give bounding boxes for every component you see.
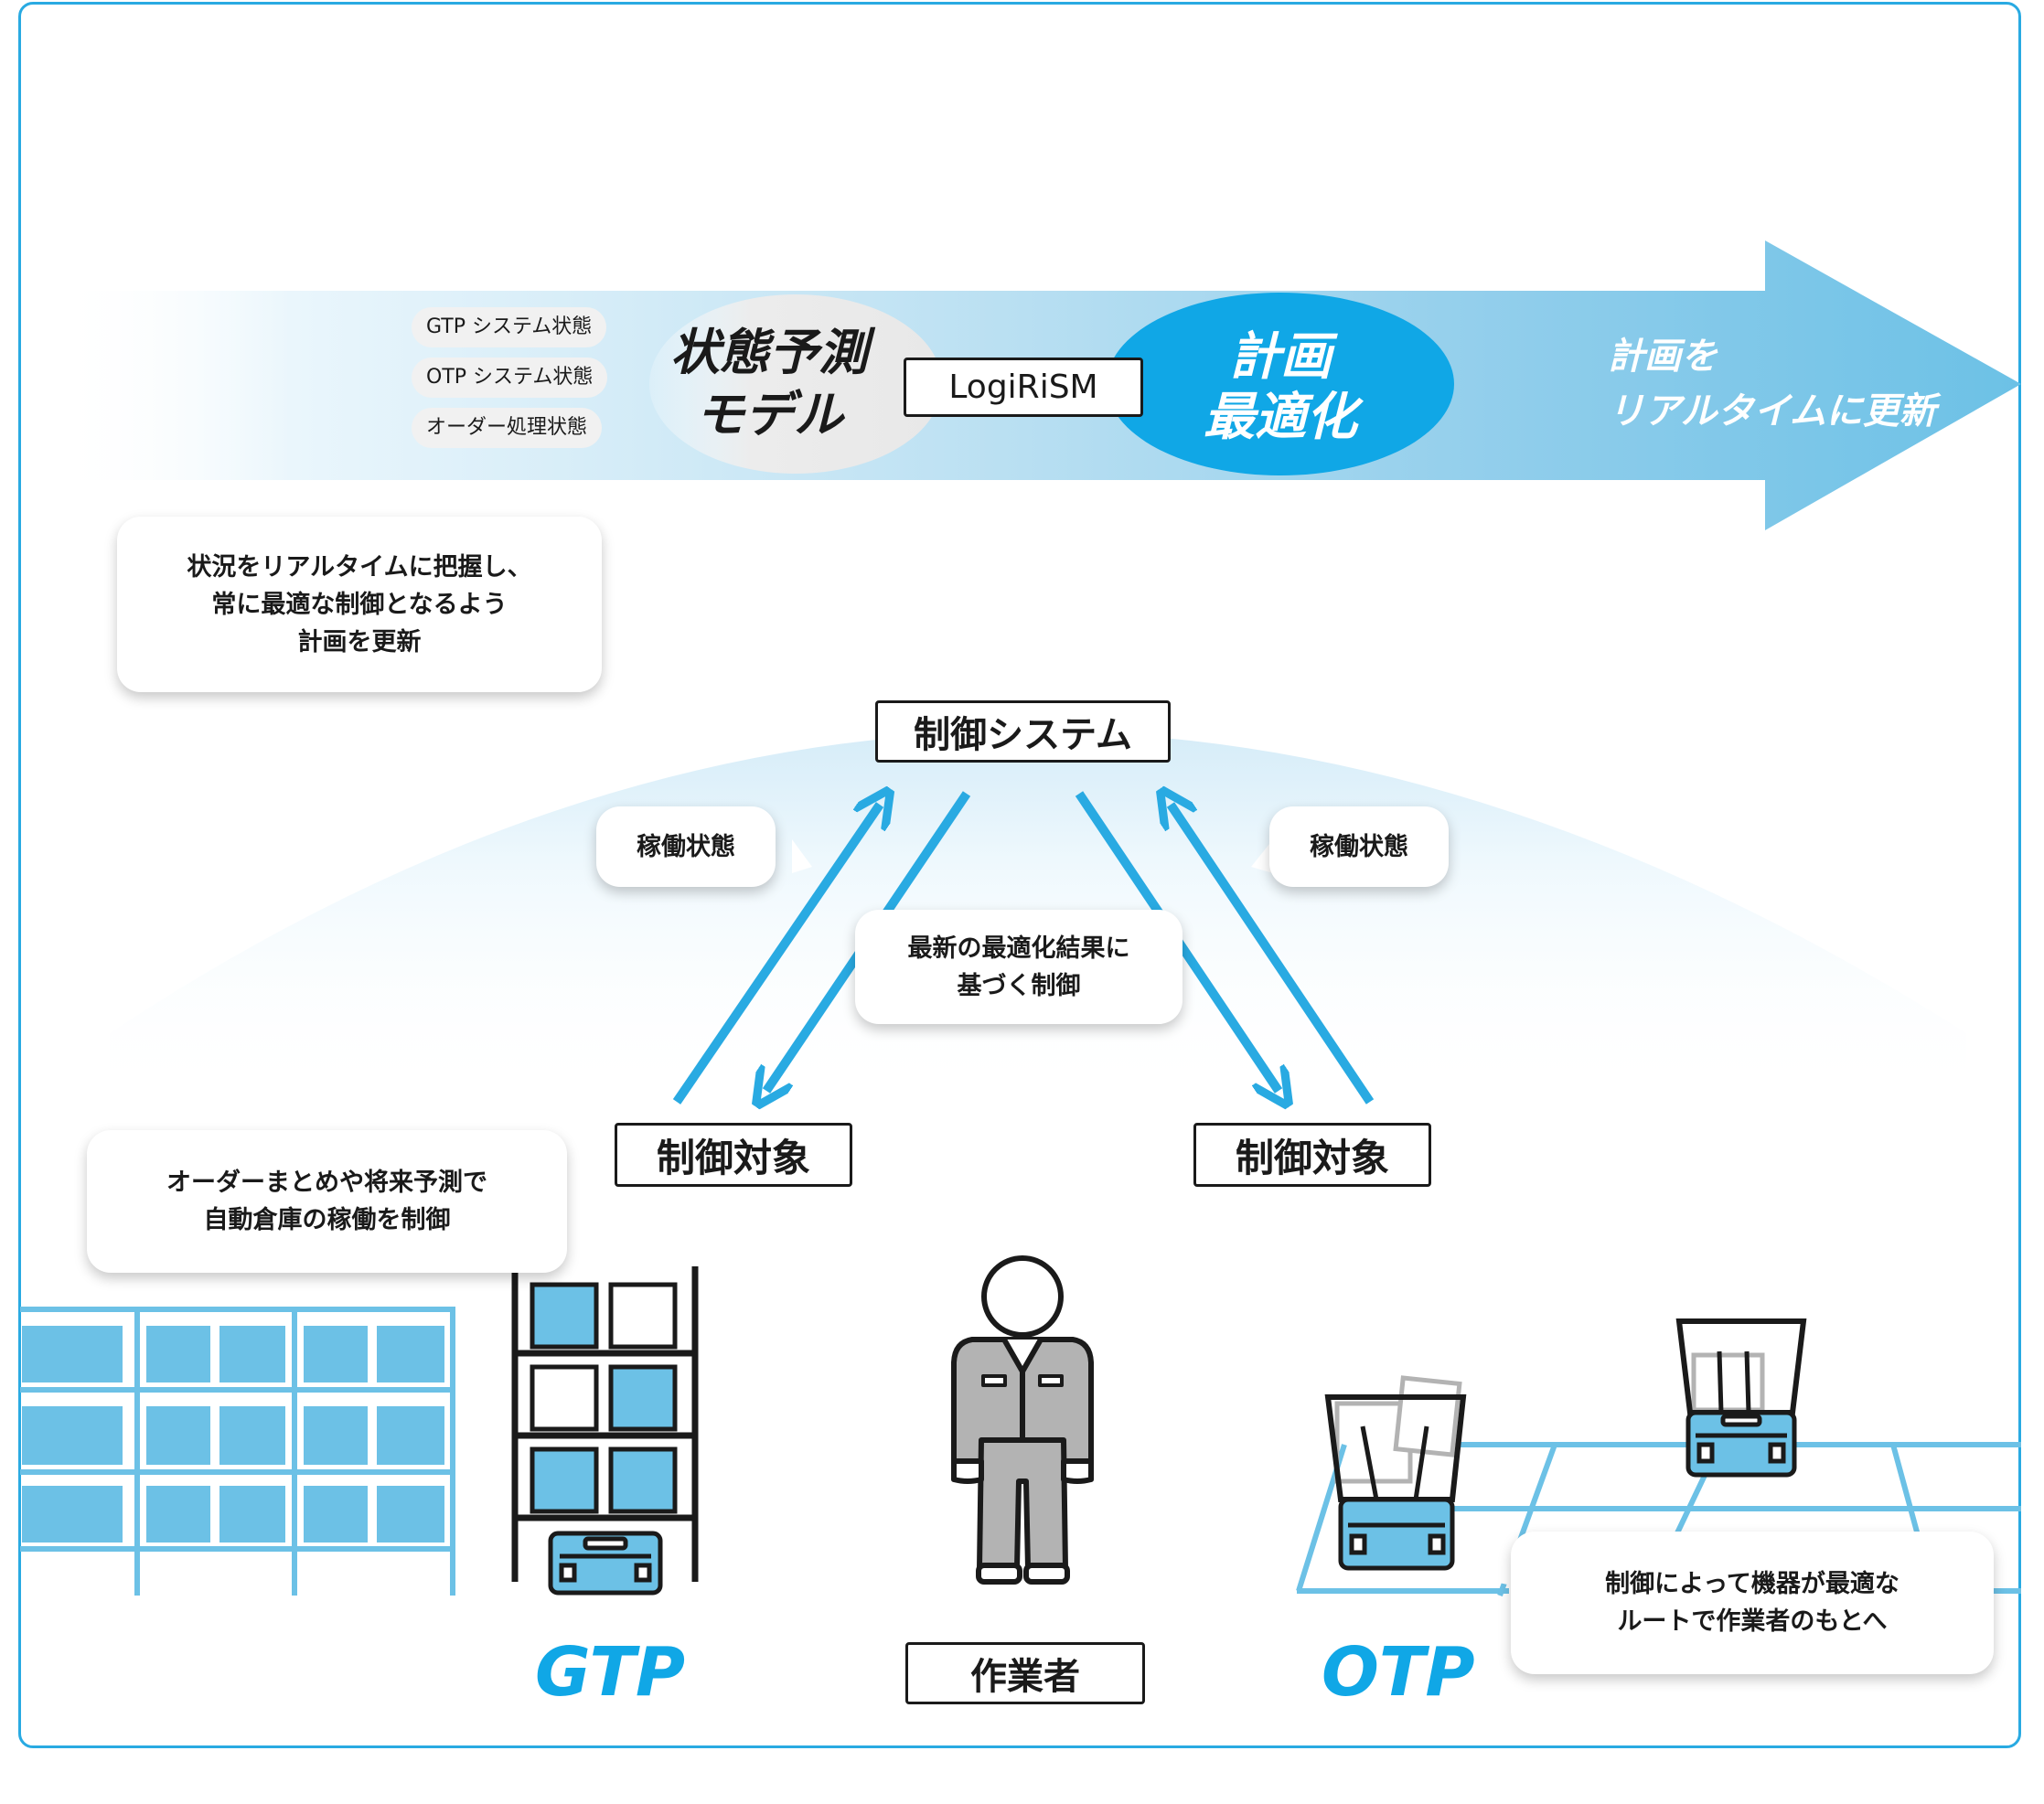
control-arrows bbox=[672, 794, 1375, 1105]
node-target-left: 制御対象 bbox=[615, 1123, 852, 1187]
gtp-robot bbox=[548, 1531, 663, 1596]
otp-robot-back bbox=[1675, 1318, 1807, 1478]
otp-robot-front bbox=[1324, 1375, 1467, 1571]
gtp-shelf bbox=[511, 1266, 699, 1596]
logirism-engine: LogiRiSM bbox=[904, 358, 1143, 417]
bubble-tail-status-left bbox=[792, 839, 812, 873]
diagram-frame bbox=[18, 2, 2021, 1748]
callout-status-left: 稼働状態 bbox=[596, 806, 776, 887]
bubble-tail-gtp bbox=[48, 1193, 91, 1248]
model-oval bbox=[649, 294, 942, 474]
label-gtp: GTP bbox=[535, 1633, 686, 1712]
input-otp-state: OTP システム状態 bbox=[412, 358, 608, 398]
node-control-system: 制御システム bbox=[875, 700, 1171, 763]
arrow-up-left bbox=[672, 805, 880, 1105]
callout-status-right: 稼働状態 bbox=[1269, 806, 1449, 887]
callout-center: 最新の最適化結果に 基づく制御 bbox=[855, 910, 1183, 1024]
model-label: 状態予測 モデル bbox=[670, 324, 868, 443]
callout-gtp: オーダーまとめや将来予測で 自動倉庫の稼働を制御 bbox=[87, 1130, 567, 1273]
optimize-label: 計画 最適化 bbox=[1204, 327, 1357, 447]
input-order-state: オーダー処理状態 bbox=[412, 408, 603, 448]
callout-otp: 制御によって機器が最適な ルートで作業者のもとへ bbox=[1511, 1532, 1994, 1674]
bubble-tail-status-right bbox=[1251, 839, 1273, 873]
bubble-tail-otp bbox=[1472, 1550, 1516, 1586]
node-worker: 作業者 bbox=[905, 1642, 1145, 1704]
callout-realtime: 状況をリアルタイムに把握し、 常に最適な制御となるよう 計画を更新 bbox=[117, 517, 602, 692]
optimize-oval bbox=[1107, 293, 1454, 475]
input-gtp-state: GTP システム状態 bbox=[412, 307, 607, 347]
arrow-up-right bbox=[1171, 805, 1375, 1105]
output-label: 計画を リアルタイムに更新 bbox=[1608, 336, 1936, 432]
node-target-right: 制御対象 bbox=[1193, 1123, 1431, 1187]
warehouse-rack bbox=[20, 1307, 455, 1596]
worker-figure bbox=[951, 1255, 1094, 1585]
label-otp: OTP bbox=[1322, 1633, 1475, 1712]
